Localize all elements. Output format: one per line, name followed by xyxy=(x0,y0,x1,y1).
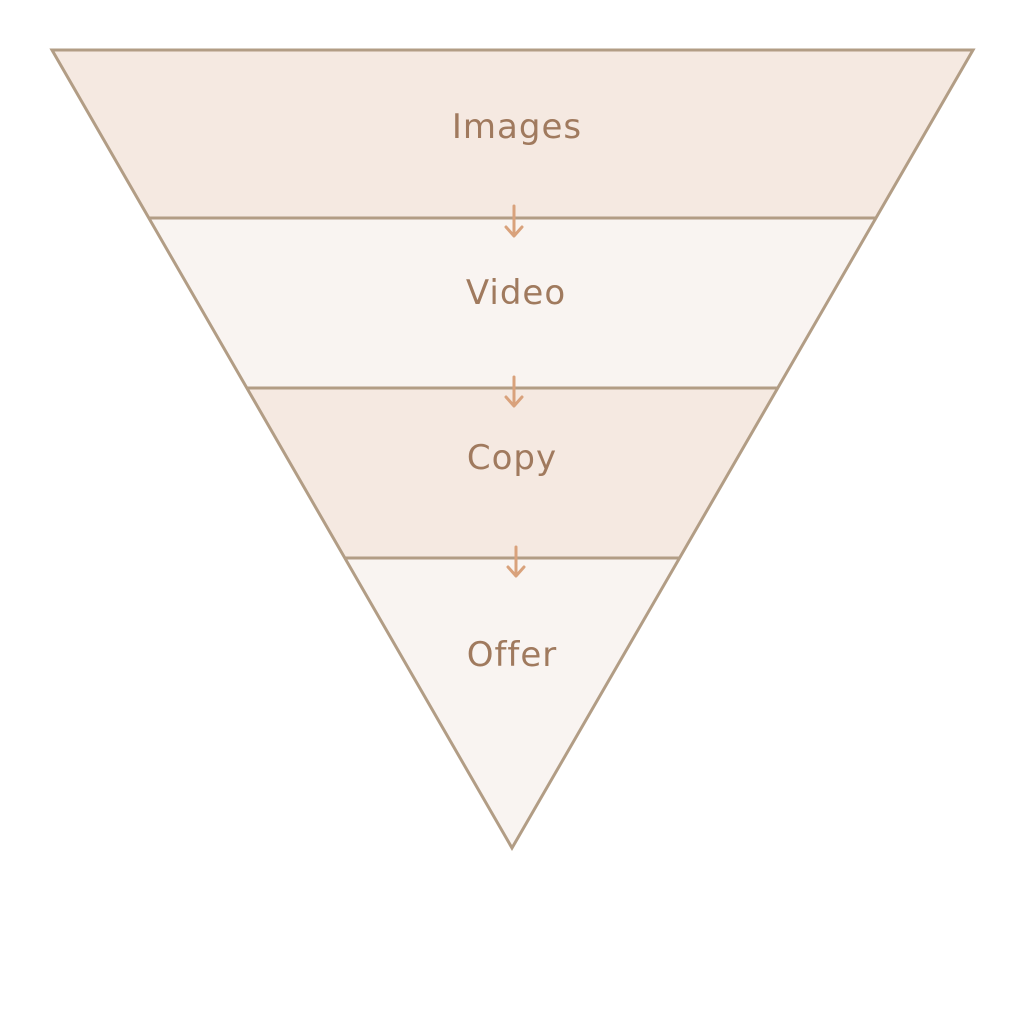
down-arrow-icon xyxy=(504,204,524,238)
funnel-outline xyxy=(49,48,976,852)
down-arrow-icon xyxy=(506,545,526,578)
down-arrow-icon xyxy=(504,375,524,408)
funnel-stage-images xyxy=(52,50,973,218)
stage-label-video: Video xyxy=(466,273,566,313)
funnel-stage-video xyxy=(149,218,875,388)
funnel-stage-copy xyxy=(247,388,777,558)
stage-label-images: Images xyxy=(452,107,582,147)
stage-label-offer: Offer xyxy=(467,635,558,675)
funnel-stage-offer xyxy=(345,558,679,848)
stage-label-copy: Copy xyxy=(467,438,557,478)
